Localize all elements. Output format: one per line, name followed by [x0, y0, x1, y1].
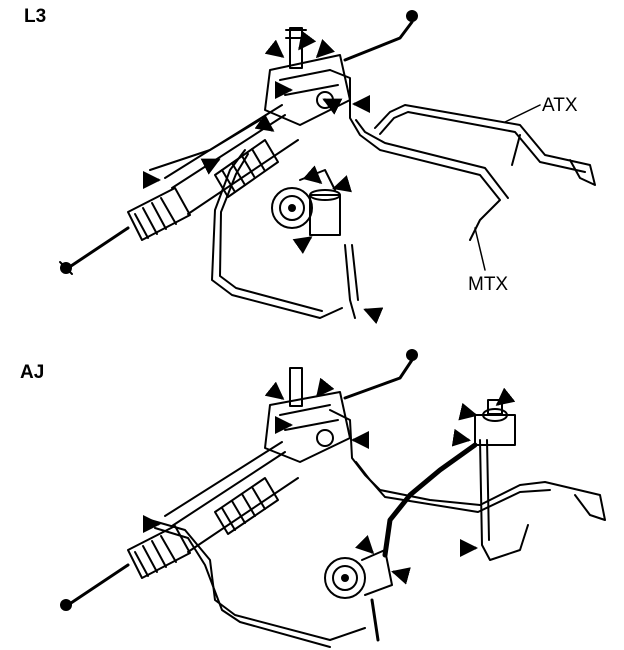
- l3-left-boot: [127, 187, 191, 241]
- aj-steering-rack: [60, 349, 418, 611]
- l3-hoses: [149, 69, 596, 319]
- callout-mtx-leader: [474, 227, 486, 271]
- aj-gear-housing: [264, 367, 351, 463]
- aj-reservoir: [474, 399, 516, 446]
- l3-power-steering-pump: [271, 169, 341, 236]
- aj-hoses: [149, 409, 606, 648]
- callout-atx: ATX: [542, 95, 578, 116]
- section-label-aj: AJ: [20, 362, 45, 383]
- l3-steering-rack: [59, 10, 418, 275]
- aj-right-boot: [214, 477, 279, 535]
- callout-mtx: MTX: [468, 274, 509, 295]
- callout-atx-leader: [504, 104, 541, 123]
- section-label-l3: L3: [24, 6, 47, 27]
- l3-indicator-arrows: [143, 30, 384, 325]
- aj-power-steering-pump: [324, 549, 393, 599]
- aj-left-boot: [127, 525, 191, 579]
- l3-gear-housing: [264, 27, 351, 126]
- aj-indicator-arrows: [143, 377, 516, 585]
